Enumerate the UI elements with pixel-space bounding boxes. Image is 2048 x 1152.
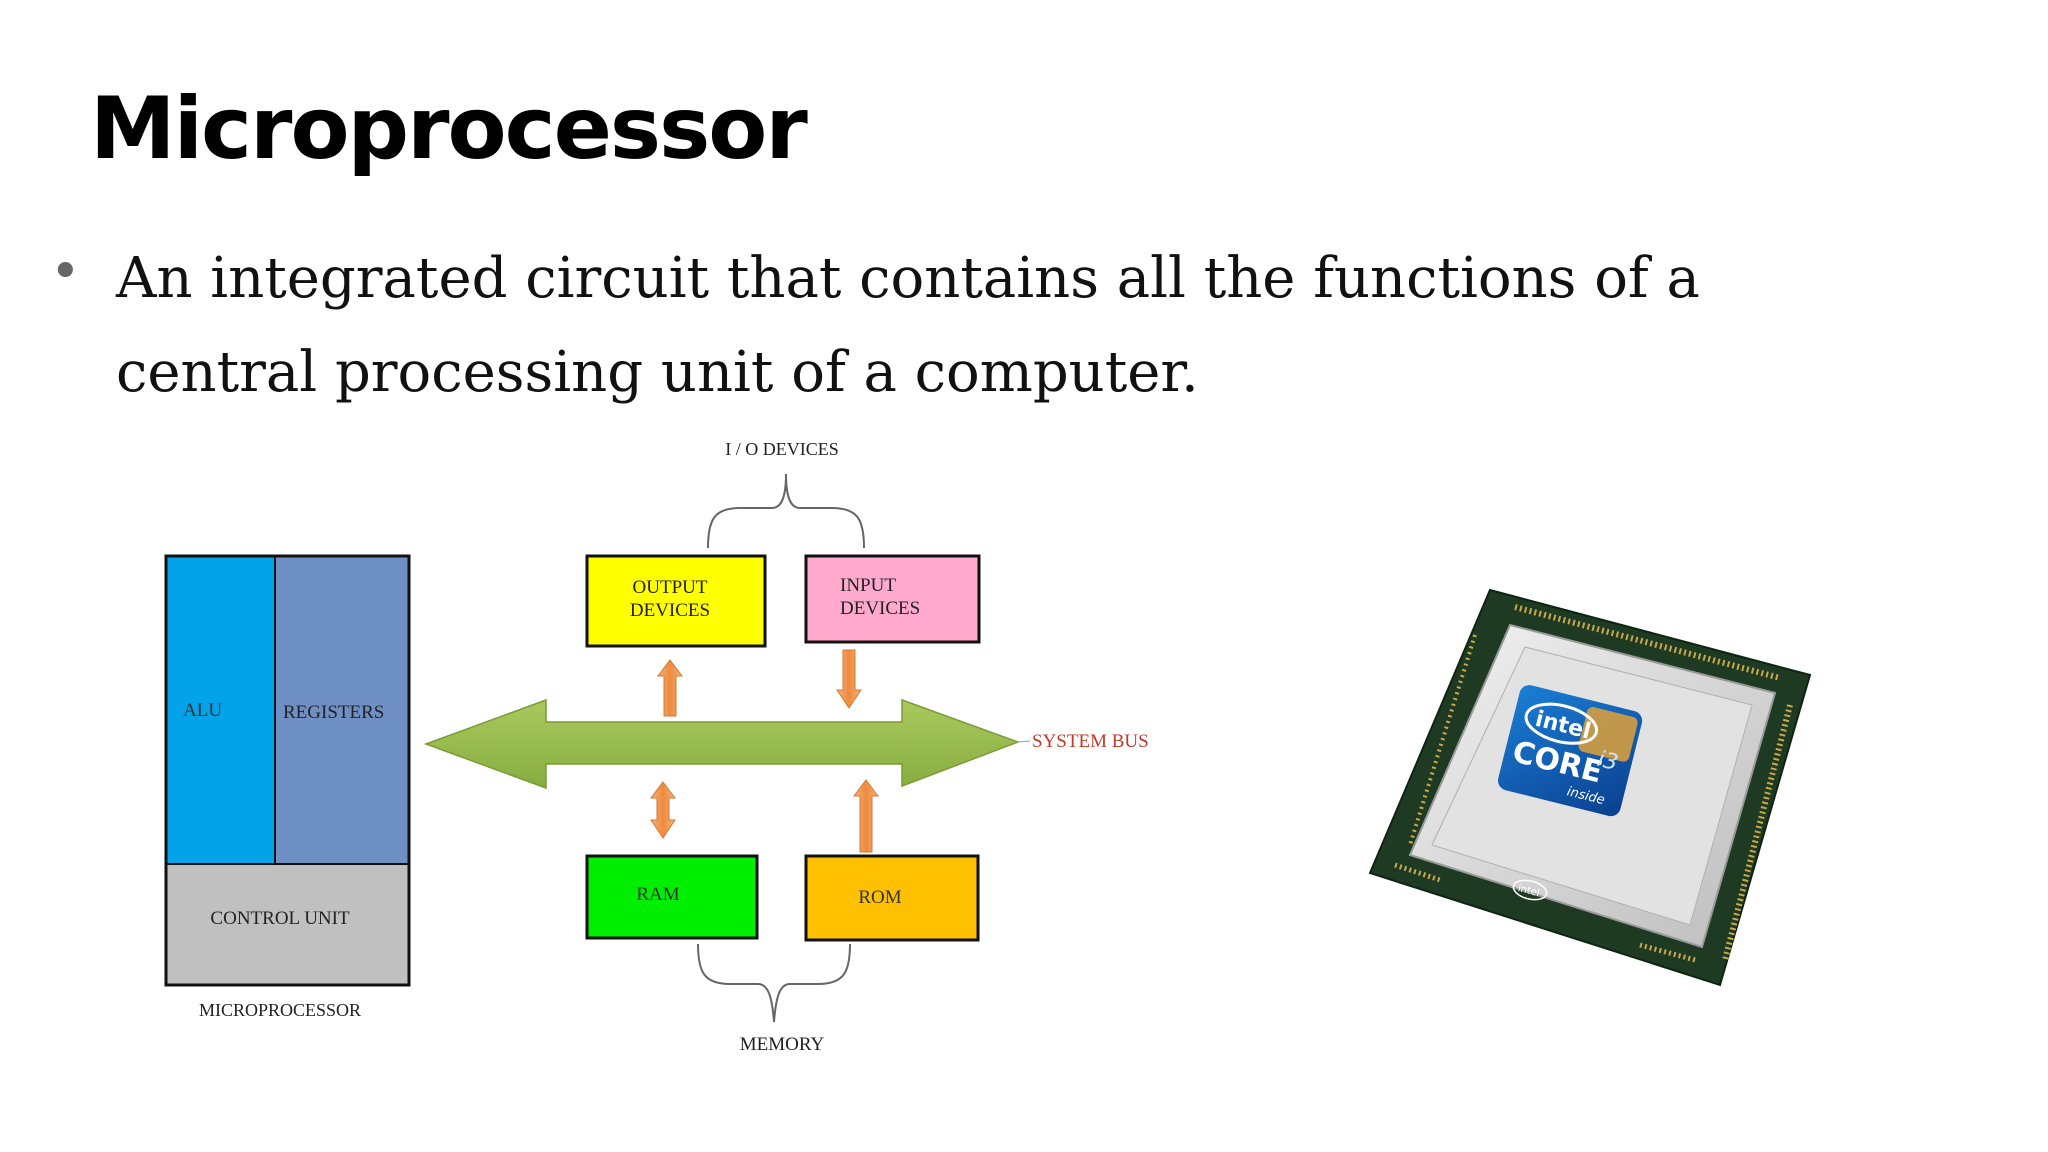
alu-label: ALU: [183, 700, 222, 721]
bullet-marker: •: [50, 242, 81, 302]
input-down-arrow: [836, 649, 862, 709]
microprocessor-label: MICROPROCESSOR: [199, 1000, 361, 1020]
intel-core-i3-badge: intel CORE i3 inside: [1497, 685, 1643, 817]
intel-core-i3-processor-image: intel CORE i3 inside intel: [1368, 588, 1812, 987]
input-devices-label-line2: DEVICES: [840, 598, 920, 619]
output-up-arrow: [657, 659, 683, 717]
ram-box: RAM: [585, 854, 759, 940]
control-unit-block: [166, 864, 409, 985]
output-devices-label-line1: OUTPUT: [633, 577, 708, 598]
intel-chip-logo: intel: [1512, 879, 1548, 901]
microprocessor-block: ALU REGISTERS CONTROL UNIT MICROPROCESSO…: [164, 554, 411, 1020]
input-devices-label-line1: INPUT: [840, 575, 896, 596]
ram-bidirectional-arrow: [650, 781, 676, 839]
ram-label: RAM: [636, 884, 679, 905]
io-devices-brace: [707, 473, 865, 549]
io-devices-label: I / O DEVICES: [725, 439, 839, 459]
memory-brace: [697, 943, 851, 1023]
chip-logo-text: intel: [1517, 883, 1541, 899]
rom-up-arrow: [853, 779, 879, 853]
alu-block: [166, 556, 275, 864]
system-bus-label: SYSTEM BUS: [1032, 731, 1149, 752]
registers-block: [275, 556, 409, 864]
rom-label: ROM: [858, 887, 901, 908]
slide-title: Microprocessor: [90, 79, 808, 179]
registers-label: REGISTERS: [283, 702, 384, 723]
output-devices-box: OUTPUT DEVICES: [585, 554, 767, 648]
rom-box: ROM: [804, 854, 980, 942]
memory-label: MEMORY: [740, 1034, 825, 1055]
system-bus-arrow: [423, 698, 1021, 790]
output-devices-label-line2: DEVICES: [630, 600, 710, 621]
control-unit-label: CONTROL UNIT: [210, 908, 350, 929]
input-devices-box: INPUT DEVICES: [804, 554, 981, 644]
bullet-text: An integrated circuit that contains all …: [116, 246, 1700, 405]
